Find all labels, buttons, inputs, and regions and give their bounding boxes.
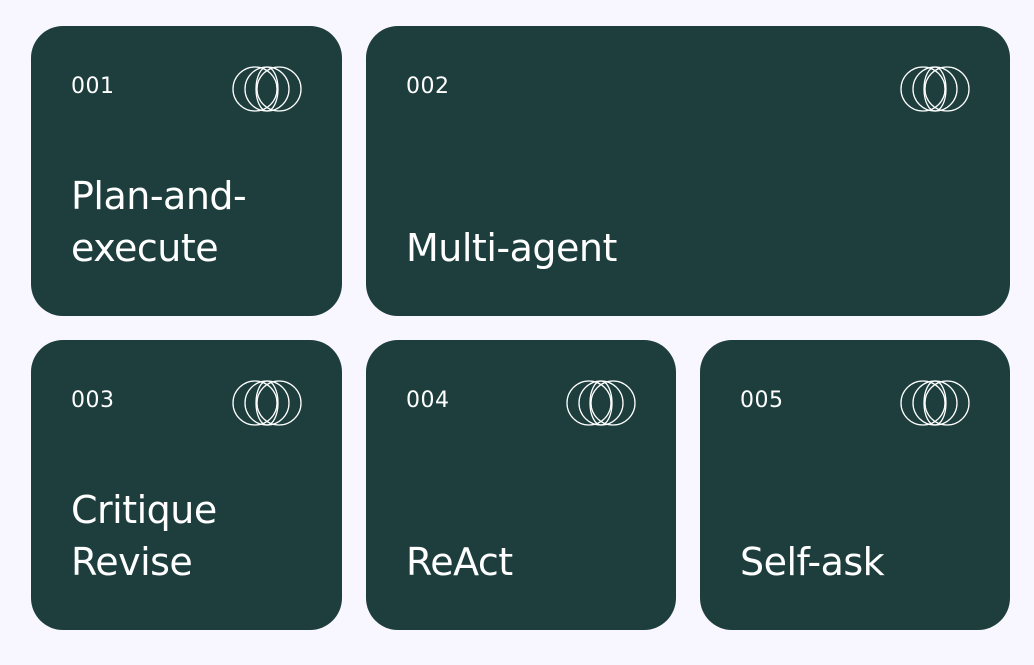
card-critique-revise[interactable]: 003 Critique Revise bbox=[31, 340, 342, 630]
card-title: ReAct bbox=[406, 540, 513, 584]
card-self-ask[interactable]: 005 Self-ask bbox=[700, 340, 1010, 630]
overlapping-circles-icon bbox=[900, 380, 970, 426]
card-number: 002 bbox=[406, 74, 450, 99]
overlapping-circles-icon bbox=[232, 380, 302, 426]
card-title: Multi-agent bbox=[406, 226, 617, 270]
card-title: Self-ask bbox=[740, 540, 885, 584]
card-title: Critique Revise bbox=[71, 488, 217, 584]
card-number: 004 bbox=[406, 388, 450, 413]
card-number: 003 bbox=[71, 388, 115, 413]
overlapping-circles-icon bbox=[900, 66, 970, 112]
card-number: 005 bbox=[740, 388, 784, 413]
overlapping-circles-icon bbox=[232, 66, 302, 112]
card-react[interactable]: 004 ReAct bbox=[366, 340, 676, 630]
card-number: 001 bbox=[71, 74, 115, 99]
card-title: Plan-and- execute bbox=[71, 174, 247, 270]
card-multi-agent[interactable]: 002 Multi-agent bbox=[366, 26, 1010, 316]
card-plan-and-execute[interactable]: 001 Plan-and- execute bbox=[31, 26, 342, 316]
overlapping-circles-icon bbox=[566, 380, 636, 426]
